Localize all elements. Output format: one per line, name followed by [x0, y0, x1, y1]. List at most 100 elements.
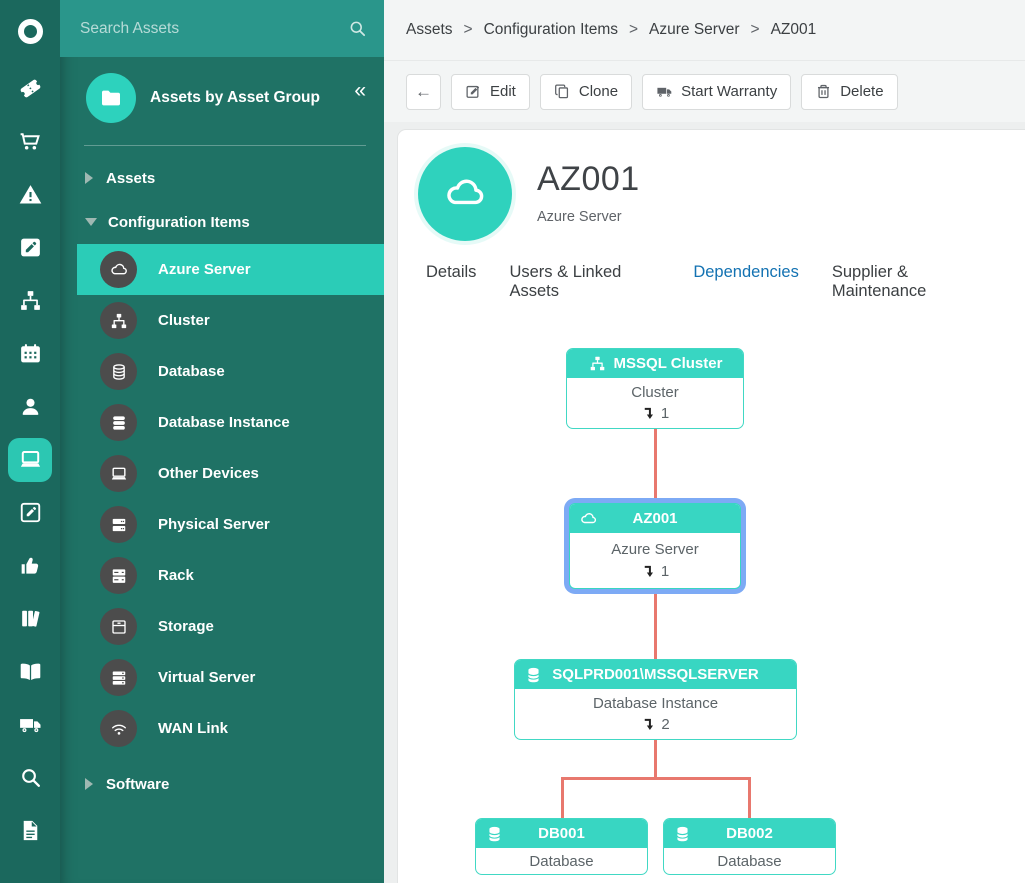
rail-item-forms[interactable] [0, 486, 60, 539]
tree-node-software[interactable]: Software [60, 762, 384, 806]
rail-item-knowledge[interactable] [0, 592, 60, 645]
books-icon [21, 610, 39, 627]
edit-button[interactable]: Edit [451, 73, 530, 110]
rail-item-library[interactable] [0, 645, 60, 698]
node-type: Database Instance [592, 695, 719, 712]
sidebar-item-rack[interactable]: Rack [77, 550, 384, 601]
sidebar-divider [84, 145, 366, 146]
sidebar-item-database-instance[interactable]: Database Instance [77, 397, 384, 448]
search-input[interactable] [80, 19, 347, 38]
dependency-node-az001-selected[interactable]: AZ001 Azure Server 1 [564, 498, 746, 594]
sidebar-item-label: Database [158, 363, 225, 380]
sidebar-item-label: Rack [158, 567, 194, 584]
rail-item-feedback[interactable] [0, 539, 60, 592]
tree-node-configuration-items[interactable]: Configuration Items [60, 200, 384, 244]
main-panel: Assets > Configuration Items > Azure Ser… [384, 0, 1025, 883]
dependency-count: 2 [661, 716, 670, 733]
dependency-node-db001[interactable]: DB001 Database [475, 818, 648, 875]
rail-item-reports[interactable] [0, 804, 60, 857]
sidebar-item-label: Cluster [158, 312, 210, 329]
truck-icon [19, 719, 40, 733]
chevron-down-icon [85, 218, 97, 226]
node-type: Azure Server [611, 540, 699, 558]
collapse-sidebar-icon[interactable]: « [354, 79, 366, 102]
rail-item-assets-active[interactable] [0, 433, 60, 486]
sidebar-item-physical-server[interactable]: Physical Server [77, 499, 384, 550]
trash-icon [818, 84, 830, 99]
app-logo [0, 0, 60, 62]
breadcrumb-separator: > [463, 21, 473, 38]
breadcrumb-item-configuration-items[interactable]: Configuration Items [483, 21, 618, 38]
asset-type-label: Azure Server [537, 209, 622, 225]
sidebar-item-database[interactable]: Database [77, 346, 384, 397]
laptop-icon [100, 455, 137, 492]
node-type: Database [529, 852, 594, 870]
folder-icon [102, 90, 120, 106]
rail-item-incidents[interactable] [0, 168, 60, 221]
rail-item-changes[interactable] [0, 221, 60, 274]
delete-button[interactable]: Delete [801, 73, 898, 110]
content-area: AZ001 Azure Server Details Users & Linke… [384, 122, 1025, 883]
tab-supplier-maintenance[interactable]: Supplier & Maintenance [831, 263, 927, 300]
warning-icon [19, 185, 41, 204]
thumbs-up-icon [21, 557, 38, 574]
dependency-connector-line [654, 740, 657, 777]
edit-button-label: Edit [490, 83, 516, 100]
rail-item-orders[interactable] [0, 115, 60, 168]
sidebar-item-azure-server[interactable]: Azure Server [77, 244, 384, 295]
clone-icon [554, 84, 568, 99]
tree-label: Software [106, 775, 170, 793]
database-icon [488, 826, 501, 841]
sidebar-item-label: Virtual Server [158, 669, 256, 686]
rail-item-suppliers[interactable] [0, 698, 60, 751]
tab-users-linked-assets[interactable]: Users & Linked Assets [509, 263, 622, 300]
edit-square-icon [20, 502, 40, 523]
rail-item-search[interactable] [0, 751, 60, 804]
sidebar-item-label: Database Instance [158, 414, 290, 431]
dependency-node-sqlprd001[interactable]: SQLPRD001\MSSQLSERVER Database Instance … [514, 659, 797, 740]
breadcrumb-item-azure-server[interactable]: Azure Server [649, 21, 740, 38]
app-rail [0, 0, 60, 883]
tab-details[interactable]: Details [426, 263, 477, 281]
active-rail-tile [8, 437, 52, 482]
storage-icon [100, 608, 137, 645]
chevron-right-icon [85, 778, 93, 790]
database-icon [527, 667, 540, 682]
dependency-connector-line [561, 777, 751, 780]
database-icon [676, 826, 689, 841]
person-icon [22, 398, 38, 415]
back-button[interactable]: ← [406, 73, 441, 110]
rail-item-operations[interactable] [0, 274, 60, 327]
sidebar-item-other-devices[interactable]: Other Devices [77, 448, 384, 499]
dependency-down-icon [644, 566, 653, 578]
cluster-icon [100, 302, 137, 339]
dependency-node-mssql-cluster[interactable]: MSSQL Cluster Cluster 1 [566, 348, 744, 429]
dependency-connector-line [748, 777, 751, 818]
delete-button-label: Delete [840, 83, 884, 100]
open-book-icon [20, 663, 40, 681]
server-icon [100, 506, 137, 543]
asset-header: AZ001 Azure Server [398, 130, 1025, 241]
dependency-graph: MSSQL Cluster Cluster 1 [398, 301, 1025, 883]
dependency-node-db002[interactable]: DB002 Database [663, 818, 836, 875]
plan-edit-icon [20, 238, 40, 257]
sidebar-item-virtual-server[interactable]: Virtual Server [77, 652, 384, 703]
sidebar-item-wan-link[interactable]: WAN Link [77, 703, 384, 754]
sidebar-item-label: Other Devices [158, 465, 259, 482]
asset-group-header: Assets by Asset Group « [60, 57, 384, 137]
start-warranty-button[interactable]: Start Warranty [642, 73, 792, 110]
search-icon [21, 769, 40, 787]
rail-item-persons[interactable] [0, 380, 60, 433]
sidebar-item-cluster[interactable]: Cluster [77, 295, 384, 346]
tree-node-assets[interactable]: Assets [60, 156, 384, 200]
cluster-icon [590, 356, 604, 371]
sidebar-item-storage[interactable]: Storage [77, 601, 384, 652]
dependency-down-icon [645, 718, 654, 730]
tree-label: Assets [106, 169, 156, 187]
breadcrumb-item-assets[interactable]: Assets [406, 21, 453, 38]
rail-item-tickets[interactable] [0, 62, 60, 115]
rail-item-planner[interactable] [0, 327, 60, 380]
sitemap-icon [20, 291, 40, 310]
clone-button[interactable]: Clone [539, 73, 633, 110]
folder-badge [86, 73, 136, 123]
